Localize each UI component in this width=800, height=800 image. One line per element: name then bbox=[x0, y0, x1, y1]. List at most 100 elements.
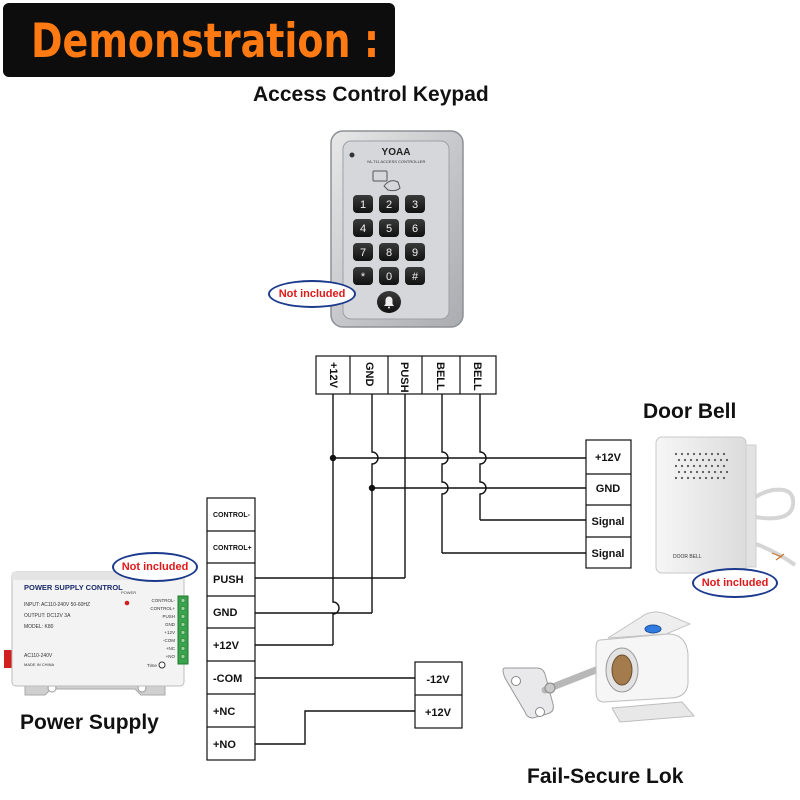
doorbell-terminal-gnd: GND bbox=[596, 483, 621, 495]
psu-label-line: OUTPUT: DC12V 3A bbox=[24, 613, 71, 619]
keypad-led bbox=[349, 152, 355, 158]
psu-not-included-badge: Not included bbox=[112, 552, 198, 582]
psu-label-line: MODEL: K80 bbox=[24, 624, 54, 630]
keypad-key-label: 1 bbox=[360, 199, 366, 211]
doorbell-speaker-grille bbox=[674, 452, 729, 480]
keypad-key-label: 7 bbox=[360, 247, 366, 259]
psu-terminal-nc: +NC bbox=[213, 706, 235, 718]
keypad-key-label: 4 bbox=[360, 223, 366, 235]
keypad-key-label: 3 bbox=[412, 199, 418, 211]
keypad-key bbox=[405, 219, 425, 237]
bell-button-icon bbox=[377, 291, 401, 313]
wire-lock-plus bbox=[255, 710, 415, 745]
lock-terminal-block: -12V +12V bbox=[414, 661, 463, 729]
keypad-device: YOAA YA-T11 ACCESS CONTROLLER 1 2 3 4 5 6 7 8 9 *… bbox=[330, 130, 464, 328]
psu-side-terminal-label: CONTROL- bbox=[152, 598, 176, 603]
psu-side-terminal-label: -COM bbox=[163, 638, 175, 643]
junction-dot-12v bbox=[329, 454, 337, 462]
doorbell-device: DOOR BELL bbox=[655, 436, 797, 574]
keypad-key bbox=[353, 219, 373, 237]
doorbell-not-included-badge: Not included bbox=[692, 568, 778, 598]
lock-title: Fail-Secure Lok bbox=[527, 765, 684, 788]
power-supply-device: POWER SUPPLY CONTROL INPUT: AC110-240V 5… bbox=[4, 571, 189, 696]
power-cable-stub bbox=[4, 650, 12, 668]
psu-terminal-gnd: GND bbox=[213, 607, 238, 619]
lock-body bbox=[595, 611, 696, 723]
psu-terminal-control-plus: CONTROL+ bbox=[213, 545, 252, 552]
keypad-terminal-12v: +12V bbox=[327, 362, 339, 389]
keypad-terminal-gnd: GND bbox=[363, 362, 375, 387]
keypad-subtitle: YA-T11 ACCESS CONTROLLER bbox=[367, 159, 426, 164]
wire-keypad-gnd bbox=[371, 394, 379, 613]
keypad-key-label: * bbox=[361, 271, 366, 283]
psu-terminal-no: +NO bbox=[213, 739, 236, 751]
keypad-key-label: # bbox=[412, 271, 419, 283]
keypad-not-included-badge: Not included bbox=[268, 280, 356, 308]
lock-bolt bbox=[541, 666, 600, 694]
psu-terminal-com: -COM bbox=[213, 673, 242, 685]
psu-power-indicator-label: POWER bbox=[121, 590, 136, 595]
psu-label-lines: INPUT: AC110-240V 50-60HZ OUTPUT: DC12V 3… bbox=[24, 602, 90, 667]
psu-power-led bbox=[124, 600, 130, 606]
lock-strike-plate bbox=[502, 667, 554, 719]
keypad-key bbox=[379, 243, 399, 261]
keypad-key bbox=[353, 243, 373, 261]
lock-led bbox=[644, 624, 662, 634]
psu-side-terminal-label: +NO bbox=[166, 654, 176, 659]
keypad-terminal-push: PUSH bbox=[398, 362, 410, 393]
psu-side-terminal-labels: CONTROL- CONTROL+ PUSH GND +12V -COM +NC +NO bbox=[150, 598, 175, 659]
lock-terminal-minus-12v: -12V bbox=[426, 674, 450, 686]
header-banner: Demonstration : bbox=[3, 3, 395, 77]
doorbell-terminal-signal-2: Signal bbox=[591, 548, 624, 560]
keypad-keys: 1 2 3 4 5 6 7 8 9 * 0 # bbox=[353, 195, 425, 285]
psu-side-terminal-label: CONTROL+ bbox=[150, 606, 175, 611]
lock-device bbox=[502, 611, 696, 723]
keypad-key bbox=[405, 267, 425, 285]
junction-dot-gnd bbox=[368, 484, 376, 492]
doorbell-terminal-12v: +12V bbox=[595, 452, 622, 464]
keypad-terminal-bell-1: BELL bbox=[434, 362, 446, 391]
rfid-card-icon bbox=[372, 170, 401, 192]
doorbell-terminal-signal-1: Signal bbox=[591, 516, 624, 528]
keypad-key-label: 9 bbox=[412, 247, 418, 259]
doorbell-title: Door Bell bbox=[643, 400, 737, 423]
wire-keypad-12v bbox=[332, 394, 340, 645]
psu-side-terminal-label: +12V bbox=[164, 630, 175, 635]
psu-label-line: INPUT: AC110-240V 50-60HZ bbox=[24, 602, 90, 608]
keypad-terminal-block: +12V GND PUSH BELL BELL bbox=[315, 355, 497, 395]
keypad-key-label: 2 bbox=[386, 199, 392, 211]
psu-side-terminal-label: PUSH bbox=[162, 614, 175, 619]
keypad-title: Access Control Keypad bbox=[253, 83, 489, 106]
psu-time-knob bbox=[158, 661, 166, 669]
doorbell-label: DOOR BELL bbox=[673, 554, 702, 560]
keypad-terminal-bell-2: BELL bbox=[471, 362, 483, 391]
psu-terminal-12v: +12V bbox=[213, 640, 240, 652]
keypad-key-label: 6 bbox=[412, 223, 418, 235]
keypad-key bbox=[405, 243, 425, 261]
psu-terminal-control-minus: CONTROL- bbox=[213, 512, 251, 519]
wires bbox=[255, 394, 586, 745]
keypad-key bbox=[353, 195, 373, 213]
keypad-key bbox=[405, 195, 425, 213]
psu-terminal-push: PUSH bbox=[213, 574, 244, 586]
doorbell-terminal-block: +12V GND Signal Signal bbox=[585, 439, 632, 569]
psu-label-title: POWER SUPPLY CONTROL bbox=[24, 583, 123, 592]
psu-side-terminal-label: +NC bbox=[166, 646, 176, 651]
keypad-key bbox=[379, 267, 399, 285]
psu-time-label: Time bbox=[147, 663, 157, 668]
keypad-brand: YOAA bbox=[382, 147, 411, 158]
keypad-key-label: 5 bbox=[386, 223, 392, 235]
wire-keypad-bell-2 bbox=[479, 394, 487, 520]
psu-terminal-strip: CONTROL- CONTROL+ PUSH GND +12V -COM +NC… bbox=[206, 497, 256, 761]
lock-terminal-plus-12v: +12V bbox=[425, 707, 452, 719]
psu-label-line: MADE IN CHINA bbox=[24, 662, 55, 667]
keypad-key-label: 8 bbox=[386, 247, 392, 259]
keypad-key-label: 0 bbox=[386, 271, 392, 283]
wire-keypad-bell-1 bbox=[441, 394, 449, 553]
power-supply-title: Power Supply bbox=[20, 711, 159, 734]
header-title: Demonstration : bbox=[31, 13, 380, 68]
psu-side-terminal-label: GND bbox=[165, 622, 176, 627]
psu-terminal-block bbox=[177, 595, 189, 665]
keypad-key bbox=[379, 195, 399, 213]
